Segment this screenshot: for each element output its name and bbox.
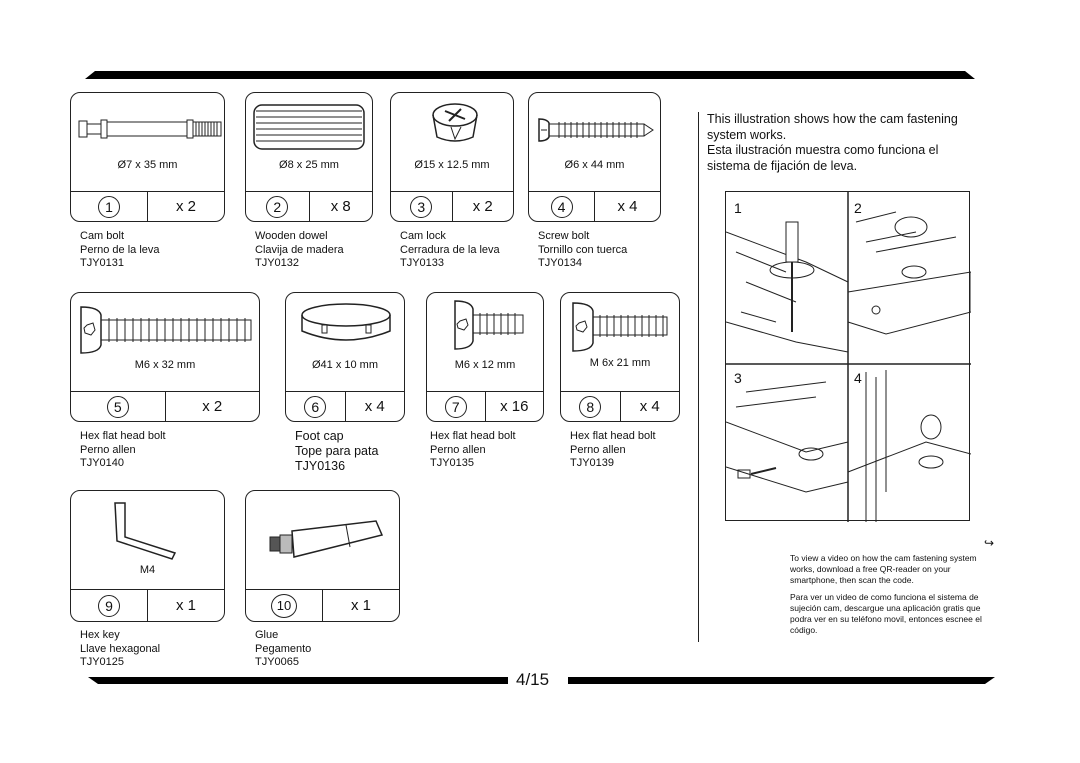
part-quantity: x 8 <box>330 198 351 215</box>
cam-steps-illustration <box>726 192 971 522</box>
part-quantity: x 4 <box>639 398 660 415</box>
part-number: 9 <box>98 594 120 617</box>
part-dimension: Ø41 x 10 mm <box>311 359 379 371</box>
step-label: 1 <box>734 200 742 216</box>
part-quantity: x 1 <box>175 597 196 614</box>
step-label: 3 <box>734 370 742 386</box>
part-number: 10 <box>271 593 297 618</box>
part-quantity: x 4 <box>617 198 638 215</box>
part-number: 6 <box>304 395 327 418</box>
part-quantity: x 1 <box>350 597 371 614</box>
part-number: 1 <box>98 195 120 218</box>
part-quantity: x 4 <box>364 398 385 415</box>
part-card-6: Ø41 x 10 mm 6 x 4 <box>285 292 405 422</box>
part-number: 2 <box>266 195 289 218</box>
wooden-dowel-icon <box>253 104 365 150</box>
part-dimension: M6 x 12 mm <box>454 359 516 371</box>
cam-bolt-icon <box>78 119 222 139</box>
part-dimension: M6 x 32 mm <box>134 359 196 371</box>
step-label: 2 <box>854 200 862 216</box>
hex-bolt-icon <box>80 306 252 354</box>
part-number: 3 <box>410 195 433 218</box>
top-rule <box>85 71 975 79</box>
glue-tube-icon <box>269 520 384 558</box>
part-number: 5 <box>106 395 129 418</box>
qr-arrow-icon: ↪ <box>984 536 995 550</box>
part-quantity: x 2 <box>472 198 493 215</box>
cam-fastening-steps: 1 2 3 4 <box>725 191 971 522</box>
bottom-rule <box>88 677 995 684</box>
hex-key-icon <box>114 502 177 560</box>
part-dimension: Ø6 x 44 mm <box>564 159 625 171</box>
part-number: 4 <box>550 195 573 218</box>
part-dimension: M 6x 21 mm <box>589 357 651 369</box>
hex-bolt-icon <box>572 302 668 352</box>
part-dimension: Ø8 x 25 mm <box>279 159 339 171</box>
page-number: 4/15 <box>516 670 550 689</box>
screw-bolt-icon <box>538 118 654 142</box>
part-card-3: Ø15 x 12.5 mm 3 x 2 <box>390 92 514 222</box>
cam-lock-icon <box>432 103 478 142</box>
video-instructions: To view a video on how the cam fastening… <box>790 553 995 642</box>
part-quantity: x 2 <box>175 198 196 215</box>
part-dimension: Ø15 x 12.5 mm <box>414 159 490 171</box>
part-dimension: Ø7 x 35 mm <box>117 159 178 171</box>
part-card-9: M4 9 x 1 <box>70 490 225 622</box>
part-card-8: M 6x 21 mm 8 x 4 <box>560 292 680 422</box>
part-card-5: M6 x 32 mm 5 x 2 <box>70 292 260 422</box>
part-card-4: Ø6 x 44 mm 4 x 4 <box>528 92 661 222</box>
part-card-2: Ø8 x 25 mm 2 x 8 <box>245 92 373 222</box>
hex-bolt-icon <box>454 300 524 350</box>
part-number: 7 <box>444 395 467 418</box>
step-label: 4 <box>854 370 862 386</box>
part-quantity: x 16 <box>500 398 529 415</box>
part-card-1: Ø7 x 35 mm 1 x 2 <box>70 92 225 222</box>
part-quantity: x 2 <box>202 398 223 415</box>
video-instructions-en: To view a video on how the cam fastening… <box>790 553 977 585</box>
part-dimension: M4 <box>139 564 156 576</box>
part-card-10: 10 x 1 <box>245 490 400 622</box>
part-card-7: M6 x 12 mm 7 x 16 <box>426 292 544 422</box>
foot-cap-icon <box>301 303 391 341</box>
column-divider <box>698 112 699 642</box>
cam-system-intro: This illustration shows how the cam fast… <box>707 112 958 173</box>
part-number: 8 <box>579 395 602 418</box>
video-instructions-es: Para ver un video de como funciona el si… <box>790 592 982 635</box>
